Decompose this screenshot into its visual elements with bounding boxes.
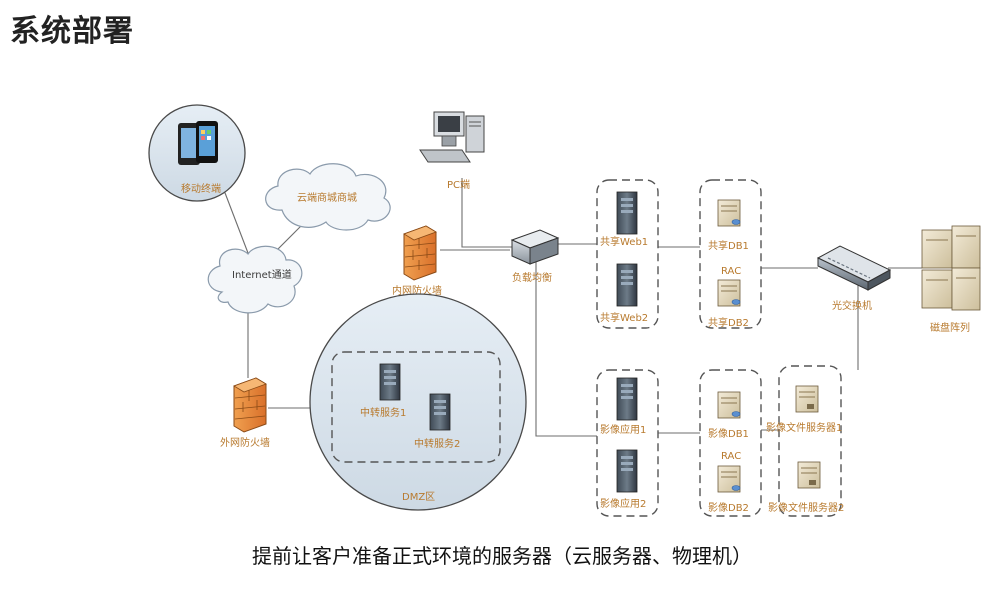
page-title: 系统部署	[10, 14, 134, 49]
db2-label: 共享DB2	[708, 316, 749, 329]
img-db1-label: 影像DB1	[708, 428, 749, 440]
server-tower-icon	[616, 377, 638, 421]
cloud-mall-label: 云端商城商城	[297, 191, 357, 204]
fiber-switch-label: 光交换机	[832, 299, 872, 312]
imaging-db-group: 影像DB1 RAC 影像DB2	[699, 369, 762, 517]
smartphone-icon	[178, 121, 218, 165]
img-app2-label: 影像应用2	[600, 497, 646, 510]
server-tower-icon	[429, 393, 451, 431]
cloud-icon	[207, 245, 303, 314]
mobile-terminal-node: 移动终端	[148, 104, 246, 202]
network-switch-icon	[816, 245, 892, 291]
imaging-file-server-group: 影像文件服务器1 影像文件服务器2	[766, 365, 844, 517]
internet-label: Internet通道	[232, 268, 292, 281]
file-server-icon	[797, 461, 821, 489]
mobile-label: 移动终端	[181, 182, 221, 195]
load-balancer-icon	[510, 229, 560, 265]
web2-label: 共享Web2	[600, 311, 648, 324]
disk-array-node: 磁盘阵列	[921, 225, 981, 334]
rac1-label: RAC	[721, 266, 741, 277]
firewall-icon	[233, 377, 267, 433]
relay2-label: 中转服务2	[414, 437, 460, 450]
pc-node: PC端	[419, 111, 485, 191]
database-server-icon	[717, 465, 741, 493]
pc-label: PC端	[447, 178, 470, 191]
database-server-icon	[717, 391, 741, 419]
load-balancer-label: 负载均衡	[512, 271, 552, 284]
internet-node: Internet通道	[207, 245, 303, 314]
database-server-icon	[717, 199, 741, 227]
desktop-computer-icon	[419, 111, 485, 163]
db1-label: 共享DB1	[708, 239, 749, 252]
connection-lines	[221, 178, 922, 437]
cloud-icon	[265, 163, 391, 231]
web1-label: 共享Web1	[600, 235, 648, 248]
database-server-icon	[717, 279, 741, 307]
outer-firewall-label: 外网防火墙	[220, 436, 270, 449]
file-srv1-label: 影像文件服务器1	[766, 421, 842, 434]
outer-firewall-node: 外网防火墙	[220, 377, 270, 449]
shared-db-group: 共享DB1 RAC 共享DB2	[699, 179, 762, 329]
load-balancer-node: 负载均衡	[510, 229, 560, 284]
dmz-zone: 中转服务1 中转服务2 DMZ区	[309, 293, 527, 511]
firewall-icon	[403, 225, 437, 281]
img-db2-label: 影像DB2	[708, 502, 749, 514]
img-app1-label: 影像应用1	[600, 423, 646, 436]
server-tower-icon	[616, 263, 638, 307]
server-tower-icon	[616, 191, 638, 235]
disk-array-icon	[921, 225, 981, 311]
fiber-switch-node: 光交换机	[816, 245, 892, 312]
shared-web-group: 共享Web1 共享Web2	[596, 179, 659, 329]
relay1-label: 中转服务1	[360, 406, 406, 419]
inner-firewall-node: 内网防火墙	[392, 225, 442, 297]
file-server-icon	[795, 385, 819, 413]
file-srv2-label: 影像文件服务器2	[768, 501, 844, 514]
cloud-mall-node: 云端商城商城	[265, 163, 391, 231]
slide-caption: 提前让客户准备正式环境的服务器（云服务器、物理机）	[252, 544, 752, 568]
disk-array-label: 磁盘阵列	[930, 321, 970, 334]
imaging-app-group: 影像应用1 影像应用2	[596, 369, 659, 517]
rac2-label: RAC	[721, 451, 741, 462]
server-tower-icon	[616, 449, 638, 493]
inner-firewall-label: 内网防火墙	[392, 284, 442, 297]
server-tower-icon	[379, 363, 401, 401]
dmz-label: DMZ区	[402, 491, 435, 503]
